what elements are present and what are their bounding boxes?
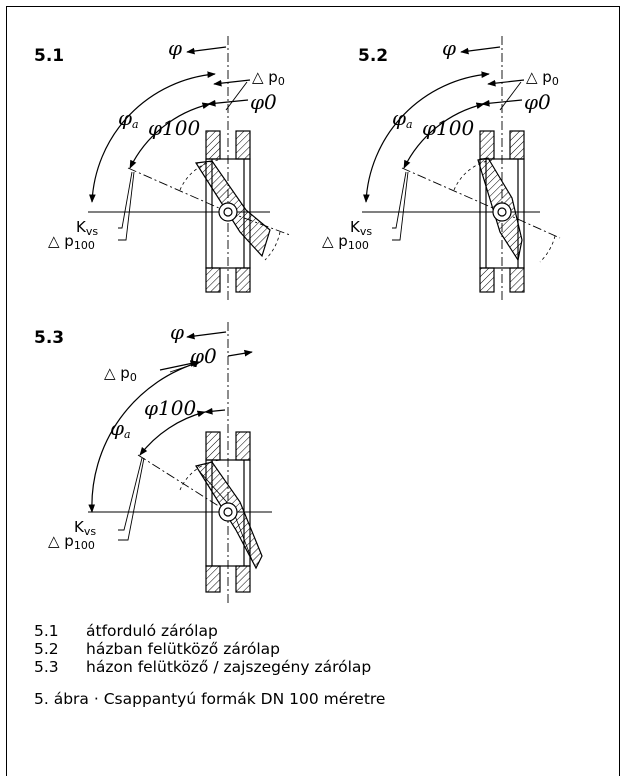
valve-5-2	[362, 36, 561, 300]
label-kvs-5-2: Kvs	[350, 218, 373, 238]
label-phia-text-5-1: φ	[118, 106, 133, 130]
label-dp0-text-5-3: △ p	[104, 364, 130, 382]
label-kvs-5-1: Kvs	[76, 218, 99, 238]
label-kvs-text-5-1: K	[76, 218, 86, 236]
label-dp0-5-3: △ p0	[104, 364, 137, 384]
label-phia-text-5-2: φ	[392, 106, 407, 130]
label-phi0-5-2: φ0	[524, 90, 551, 114]
label-phia-sub-5-1: a	[132, 118, 139, 131]
label-dp100-sub-5-3: 100	[73, 539, 95, 552]
label-dp0-sub-5-1: 0	[277, 75, 285, 88]
legend-text: házon felütköző / zajszegény zárólap	[86, 658, 372, 676]
legend-num: 5.2	[34, 640, 59, 658]
label-phia-5-1: φa	[118, 108, 139, 130]
label-dp0-5-2: △ p0	[526, 68, 559, 88]
legend-text: házban felütköző zárólap	[86, 640, 280, 658]
label-dp100-sub-5-1: 100	[73, 239, 95, 252]
label-kvs-5-3: Kvs	[74, 518, 97, 538]
legend-item-5-1: 5.1 átforduló zárólap	[34, 622, 371, 640]
label-dp100-text-5-3: △ p	[48, 532, 74, 550]
label-phia-5-2: φa	[392, 108, 413, 130]
label-dp100-5-1: △ p100	[48, 232, 95, 252]
label-dp0-sub-5-3: 0	[129, 371, 137, 384]
valve-5-1	[88, 36, 291, 300]
label-kvs-text-5-3: K	[74, 518, 84, 536]
legend-item-5-3: 5.3 házon felütköző / zajszegény zárólap	[34, 658, 371, 676]
legend-item-5-2: 5.2 házban felütköző zárólap	[34, 640, 371, 658]
label-phi100-5-1: φ100	[148, 116, 201, 140]
label-kvs-sub-5-1: vs	[85, 225, 99, 238]
figure-frame	[6, 6, 620, 776]
valve-5-3	[88, 322, 272, 606]
label-phi100-5-3: φ100	[144, 396, 197, 420]
legend-num: 5.3	[34, 658, 59, 676]
label-dp0-text-5-2: △ p	[526, 68, 552, 86]
label-phi0-5-3: φ0	[190, 344, 217, 368]
section-label-5-1: 5.1	[34, 46, 65, 66]
label-phi0-5-1: φ0	[250, 90, 277, 114]
label-dp100-text-5-1: △ p	[48, 232, 74, 250]
label-phi-5-2: φ	[442, 36, 457, 60]
label-phi100-5-2: φ100	[422, 116, 475, 140]
label-kvs-sub-5-2: vs	[359, 225, 373, 238]
label-phia-5-3: φa	[110, 418, 131, 440]
label-dp100-5-3: △ p100	[48, 532, 95, 552]
legend-num: 5.1	[34, 622, 59, 640]
section-label-5-2: 5.2	[358, 46, 389, 66]
label-phi-5-3: φ	[170, 320, 185, 344]
label-kvs-text-5-2: K	[350, 218, 360, 236]
legend: 5.1 átforduló zárólap 5.2 házban felütköző…	[34, 622, 371, 676]
label-kvs-sub-5-3: vs	[83, 525, 97, 538]
label-dp100-sub-5-2: 100	[347, 239, 369, 252]
section-label-5-3: 5.3	[34, 328, 65, 348]
legend-text: átforduló zárólap	[86, 622, 218, 640]
label-dp0-text-5-1: △ p	[252, 68, 278, 86]
label-phi-5-1: φ	[168, 36, 183, 60]
label-dp0-sub-5-2: 0	[551, 75, 559, 88]
label-dp0-5-1: △ p0	[252, 68, 285, 88]
label-phia-sub-5-2: a	[406, 118, 413, 131]
label-dp100-5-2: △ p100	[322, 232, 369, 252]
label-dp100-text-5-2: △ p	[322, 232, 348, 250]
label-phia-sub-5-3: a	[124, 428, 131, 441]
figure-caption: 5. ábra · Csappantyú formák DN 100 méret…	[34, 690, 386, 708]
label-phia-text-5-3: φ	[110, 416, 125, 440]
